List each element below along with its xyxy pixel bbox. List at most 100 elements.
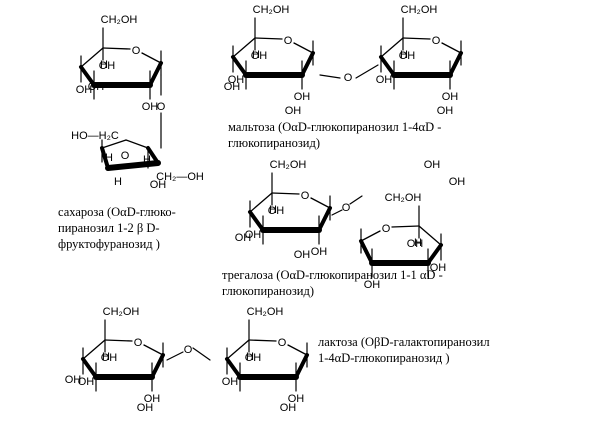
oh-label: OH — [407, 238, 424, 250]
ring-bond — [232, 37, 256, 58]
ring-bond — [104, 339, 133, 342]
oh-label: OH — [99, 60, 116, 72]
ring-bold-bond — [148, 61, 163, 87]
oh-label: OH — [150, 179, 167, 191]
ch2oh-label: CH₂OH — [401, 4, 438, 16]
lactose-caption-line-2: 1-4αD-глюкопиранозид ) — [318, 351, 450, 365]
oh-label: OH — [399, 50, 416, 62]
h-label: H — [400, 49, 408, 61]
ch2oh-label: CH₂OH — [247, 306, 284, 318]
ring-bond — [143, 344, 164, 356]
oh-label: OH — [251, 50, 268, 62]
oh-label: OH — [235, 232, 252, 244]
ring-bond — [402, 37, 431, 40]
h-label: H — [105, 152, 113, 164]
ring-oxygen-label: O — [278, 337, 287, 349]
oh-label: OH — [245, 229, 262, 241]
glycosidic-bond — [349, 195, 363, 205]
ring-bond — [441, 42, 462, 54]
h-label: H — [100, 59, 108, 71]
ch2oh-label: CH₂OH — [270, 159, 307, 171]
oh-label: OH — [294, 249, 311, 261]
ring-oxygen-label: O — [121, 150, 130, 162]
sucrose-caption-line-1: сахароза (OαD-глюко- — [58, 205, 176, 219]
ring-bond — [141, 52, 162, 64]
ring-bond — [380, 37, 404, 58]
oh-label: OH — [65, 374, 82, 386]
ring-bold-bond — [317, 206, 332, 232]
ring-oxygen-label: O — [132, 45, 141, 57]
sucrose-caption-line-2: пиранозил 1-2 β D- — [58, 221, 160, 235]
ring-bold-bond — [150, 353, 165, 379]
h-label: H — [252, 49, 260, 61]
glycosidic-bond — [192, 347, 211, 361]
ring-bond — [254, 37, 283, 40]
ring-oxygen-label: O — [432, 35, 441, 47]
ring-bond — [249, 192, 273, 213]
oh-label: OH — [101, 352, 118, 364]
glycosidic-oxygen-label: O — [344, 72, 353, 84]
ring-bond — [80, 47, 104, 68]
h-label: H — [414, 237, 422, 249]
oh-label: OH — [437, 105, 454, 117]
h-label: H — [102, 351, 110, 363]
oh-label: OH — [228, 74, 245, 86]
ring-bold-bond — [294, 353, 309, 379]
trehalose-caption: трегалоза (OαD-глюкопиранозил 1-1 αD - г… — [222, 267, 443, 299]
ring-bond — [226, 339, 250, 360]
oh-label: OH — [245, 352, 262, 364]
ring-bold-bond — [426, 243, 443, 265]
ring-bold-bond — [105, 160, 161, 171]
sucrose-caption-line-3: фруктофуранозид ) — [58, 237, 160, 251]
glycosidic-bond — [319, 74, 341, 79]
ch2-oh-label: CH₂—OH — [156, 171, 204, 183]
oh-label: OH — [288, 393, 305, 405]
ring-bond — [310, 197, 331, 209]
oh-label: OH — [137, 402, 154, 414]
ring-bond — [360, 230, 381, 242]
glycosidic-oxygen-label: O — [157, 101, 166, 113]
glycosidic-bond — [166, 351, 184, 361]
glycosidic-oxygen-label: O — [184, 344, 193, 356]
ring-oxygen-label: O — [382, 223, 391, 235]
ring-bond — [102, 47, 131, 50]
ch2oh-label: CH₂OH — [103, 306, 140, 318]
glycosidic-bond — [331, 209, 343, 216]
ring-bold-bond — [248, 210, 265, 232]
lactose-caption-line-1: лактоза (OβD-галактопиранозил — [318, 335, 490, 349]
trehalose-caption-line-2: глюкопиранозид) — [222, 284, 315, 298]
ring-bond — [391, 225, 420, 228]
oh-label: OH — [430, 262, 447, 274]
ring-bold-bond — [225, 357, 242, 379]
lactose-caption: лактоза (OβD-галактопиранозил 1-4αD-глюк… — [318, 334, 490, 366]
glycosidic-bond — [355, 64, 379, 79]
ring-bold-bond — [379, 55, 396, 77]
trehalose-caption-line-1: трегалоза (OαD-глюкопиранозил 1-1 αD - — [222, 268, 443, 282]
ring-bold-bond — [81, 357, 98, 379]
ring-bond — [287, 344, 308, 356]
ch2oh-label: CH₂OH — [101, 14, 138, 26]
oh-label: OH — [442, 91, 459, 103]
ring-oxygen-label: O — [284, 35, 293, 47]
ring-bold-bond — [231, 55, 248, 77]
oh-label: OH — [144, 393, 161, 405]
oh-label: OH — [224, 81, 241, 93]
oh-label: OH — [311, 246, 328, 258]
oh-label: OH — [222, 376, 239, 388]
oh-label: OH — [424, 159, 441, 171]
ring-bond — [271, 192, 300, 195]
sucrose-caption: сахароза (OαD-глюко- пиранозил 1-2 β D- … — [58, 204, 176, 252]
h-label: H — [269, 204, 277, 216]
maltose-caption: мальтоза (OαD-глюкопиранозил 1-4αD - глю… — [228, 119, 441, 151]
ring-bold-bond — [359, 239, 374, 265]
h-label: H — [143, 154, 151, 166]
